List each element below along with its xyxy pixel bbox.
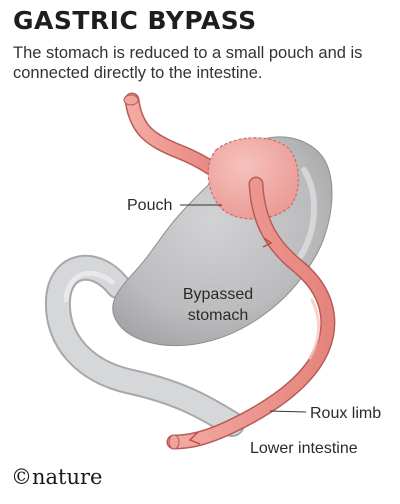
- bypassed-intestine: [44, 254, 245, 437]
- bypassed-stomach-label: Bypassed stomach: [168, 284, 268, 326]
- bypassed-stomach-label-line1: Bypassed: [182, 286, 254, 303]
- pouch-label: Pouch: [127, 197, 173, 214]
- roux-limb-label: Roux limb: [310, 405, 382, 422]
- nature-copyright-logo: ©nature: [11, 465, 103, 489]
- roux-limb-leader-line: [269, 410, 307, 413]
- roux-limb: [166, 176, 336, 450]
- flow-arrows: [188, 237, 273, 445]
- bypassed-stomach-label-line2: stomach: [187, 307, 249, 324]
- lower-intestine-label: Lower intestine: [250, 440, 358, 457]
- diagram-subtitle: The stomach is reduced to a small pouch …: [13, 44, 363, 82]
- diagram-title: GASTRIC BYPASS: [13, 6, 257, 35]
- esophagus: [123, 92, 230, 184]
